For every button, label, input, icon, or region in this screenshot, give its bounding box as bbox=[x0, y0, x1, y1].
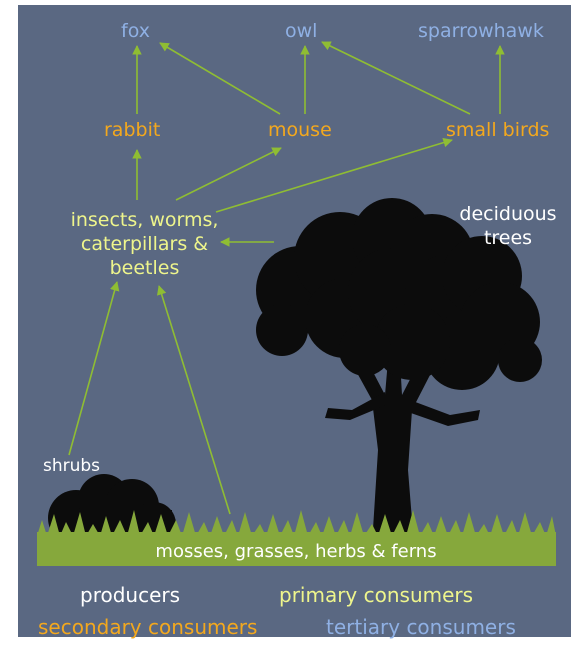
mouse-label: mouse bbox=[268, 119, 332, 141]
deciduous-trees-label: deciduous trees bbox=[448, 202, 568, 250]
small-birds-label: small birds bbox=[446, 119, 549, 141]
fox-label: fox bbox=[121, 20, 150, 42]
insects-label-line-2: caterpillars & bbox=[57, 232, 232, 256]
arrow-insects-to-small-birds bbox=[216, 140, 452, 212]
owl-label: owl bbox=[285, 20, 317, 42]
insects-label-line-1: insects, worms, bbox=[57, 208, 232, 232]
deciduous-trees-line-1: deciduous bbox=[448, 202, 568, 226]
shrubs-label: shrubs bbox=[43, 455, 100, 477]
arrow-small-birds-to-owl bbox=[322, 42, 470, 114]
arrow-shrubs-to-insects bbox=[69, 282, 117, 455]
ground-plants-label: mosses, grasses, herbs & ferns bbox=[90, 541, 502, 563]
deciduous-trees-line-2: trees bbox=[448, 226, 568, 250]
legend-primary-consumers: primary consumers bbox=[279, 584, 473, 606]
legend-secondary-consumers: secondary consumers bbox=[38, 616, 257, 638]
legend-producers: producers bbox=[80, 584, 180, 606]
legend-tertiary-consumers: tertiary consumers bbox=[326, 616, 516, 638]
arrow-mouse-to-fox bbox=[160, 43, 280, 114]
insects-label-line-3: beetles bbox=[57, 256, 232, 280]
sparrowhawk-label: sparrowhawk bbox=[418, 20, 544, 42]
deciduous-tree-silhouette bbox=[256, 198, 542, 545]
insects-label: insects, worms, caterpillars & beetles bbox=[57, 208, 232, 280]
rabbit-label: rabbit bbox=[104, 119, 160, 141]
arrow-insects-to-mouse bbox=[176, 148, 281, 200]
arrow-ground-to-insects bbox=[159, 286, 230, 514]
